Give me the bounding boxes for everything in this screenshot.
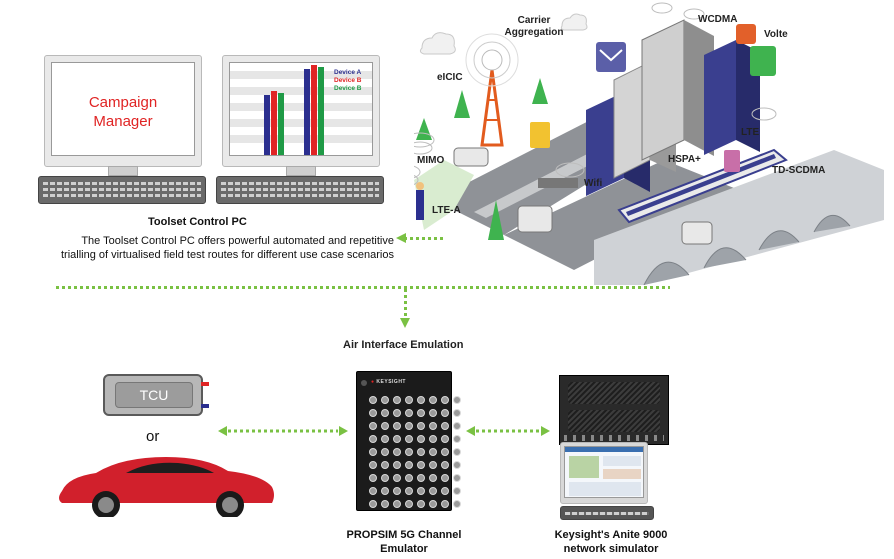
campaign-title-line1: Campaign [88,94,158,111]
or-label: or [146,428,160,445]
phone-icon [750,46,776,76]
simulator-monitor [560,442,648,504]
wifi-phone-icon [724,150,740,172]
control-pc-description: The Toolset Control PC offers powerful a… [60,235,394,261]
results-monitor: Device A Device B Device B [222,55,380,167]
keyboard-icon [560,506,654,520]
arrow-down-icon [400,318,410,328]
tree-icon [532,78,548,104]
tcu-connector-blue [201,404,209,408]
cloud-icon [560,13,588,31]
simulator-caption: Keysight's Anite 9000 network simulator [554,529,668,555]
signal-rings-icon [414,165,421,179]
emulator-caption: PROPSIM 5G Channel Emulator [346,529,462,555]
building-icon [641,19,714,161]
car-icon [681,221,713,245]
propsim-emulator: ● KEYSIGHT [356,371,461,511]
tcu-emulator-arrow-icon [218,426,348,436]
notification-icon [530,122,550,148]
keyboard-icon [216,176,384,204]
city-illustration [414,2,884,285]
signal-rings-icon [683,8,705,20]
arrow-left-icon [396,233,406,243]
label-carrier-aggregation: Carrier Aggregation [504,15,564,38]
anite-9000-unit [559,375,669,445]
signal-rings-icon [414,132,435,148]
results-screen: Device A Device B Device B [229,62,373,156]
tree-icon [488,200,504,240]
label-lte: LTE [741,127,760,138]
keyboard-icon [38,176,206,204]
mail-icon [596,42,626,72]
rf-port-grid [369,396,461,508]
label-eicic: eICIC [437,72,463,83]
city-to-pc-connector [404,237,446,240]
monitor-stand [286,166,316,176]
signal-rings-icon [751,107,777,121]
bar-device-c-2 [318,67,324,155]
emulator-simulator-arrow-icon [466,426,550,436]
label-lte-a: LTE-A [432,205,461,216]
bar-device-b-2 [311,65,317,155]
label-volte: Volte [764,29,788,40]
monitor-stand [108,166,138,176]
person-icon [416,190,424,220]
campaign-screen: Campaign Manager [51,62,195,156]
label-td-scdma: TD-SCDMA [772,165,826,176]
label-mimo: MIMO [417,155,445,166]
tree-icon [416,118,432,140]
railway-bridge [594,150,884,285]
tcu-module: TCU [103,374,203,416]
bar-device-a-1 [264,95,270,155]
bar-device-c-1 [278,93,284,155]
legend-device-c: Device B [334,85,362,92]
signal-rings-icon [555,162,585,178]
label-hspa: HSPA+ [668,154,701,165]
legend-device-b: Device B [334,77,362,84]
label-wifi: Wifi [584,178,603,189]
campaign-title-line2: Manager [93,113,153,130]
tcu-label: TCU [139,387,169,403]
chart-legend: Device A Device B Device B [334,69,361,93]
divider-drop-connector [404,289,407,317]
video-call-icon [736,24,756,44]
signal-rings-icon [651,2,673,14]
bar-device-b-1 [271,91,277,155]
air-interface-title: Air Interface Emulation [343,339,464,351]
label-wcdma: WCDMA [698,14,738,25]
grass-ground [414,160,474,230]
bench-icon [538,178,578,188]
tcu-connector-red [201,382,209,386]
bar-device-a-2 [304,69,310,155]
car-image [59,457,274,517]
simulator-screen [564,446,644,498]
device-bar-chart [264,65,324,155]
tree-icon [454,90,470,118]
control-pc-title: Toolset Control PC [148,216,247,228]
car-icon [517,205,553,233]
car-icon [453,147,489,167]
legend-device-a: Device A [334,69,362,76]
cloud-icon [419,32,456,55]
section-divider [56,286,670,289]
campaign-monitor: Campaign Manager [44,55,202,167]
keysight-logo: ● KEYSIGHT [371,379,406,385]
cell-tower-icon [465,33,519,147]
